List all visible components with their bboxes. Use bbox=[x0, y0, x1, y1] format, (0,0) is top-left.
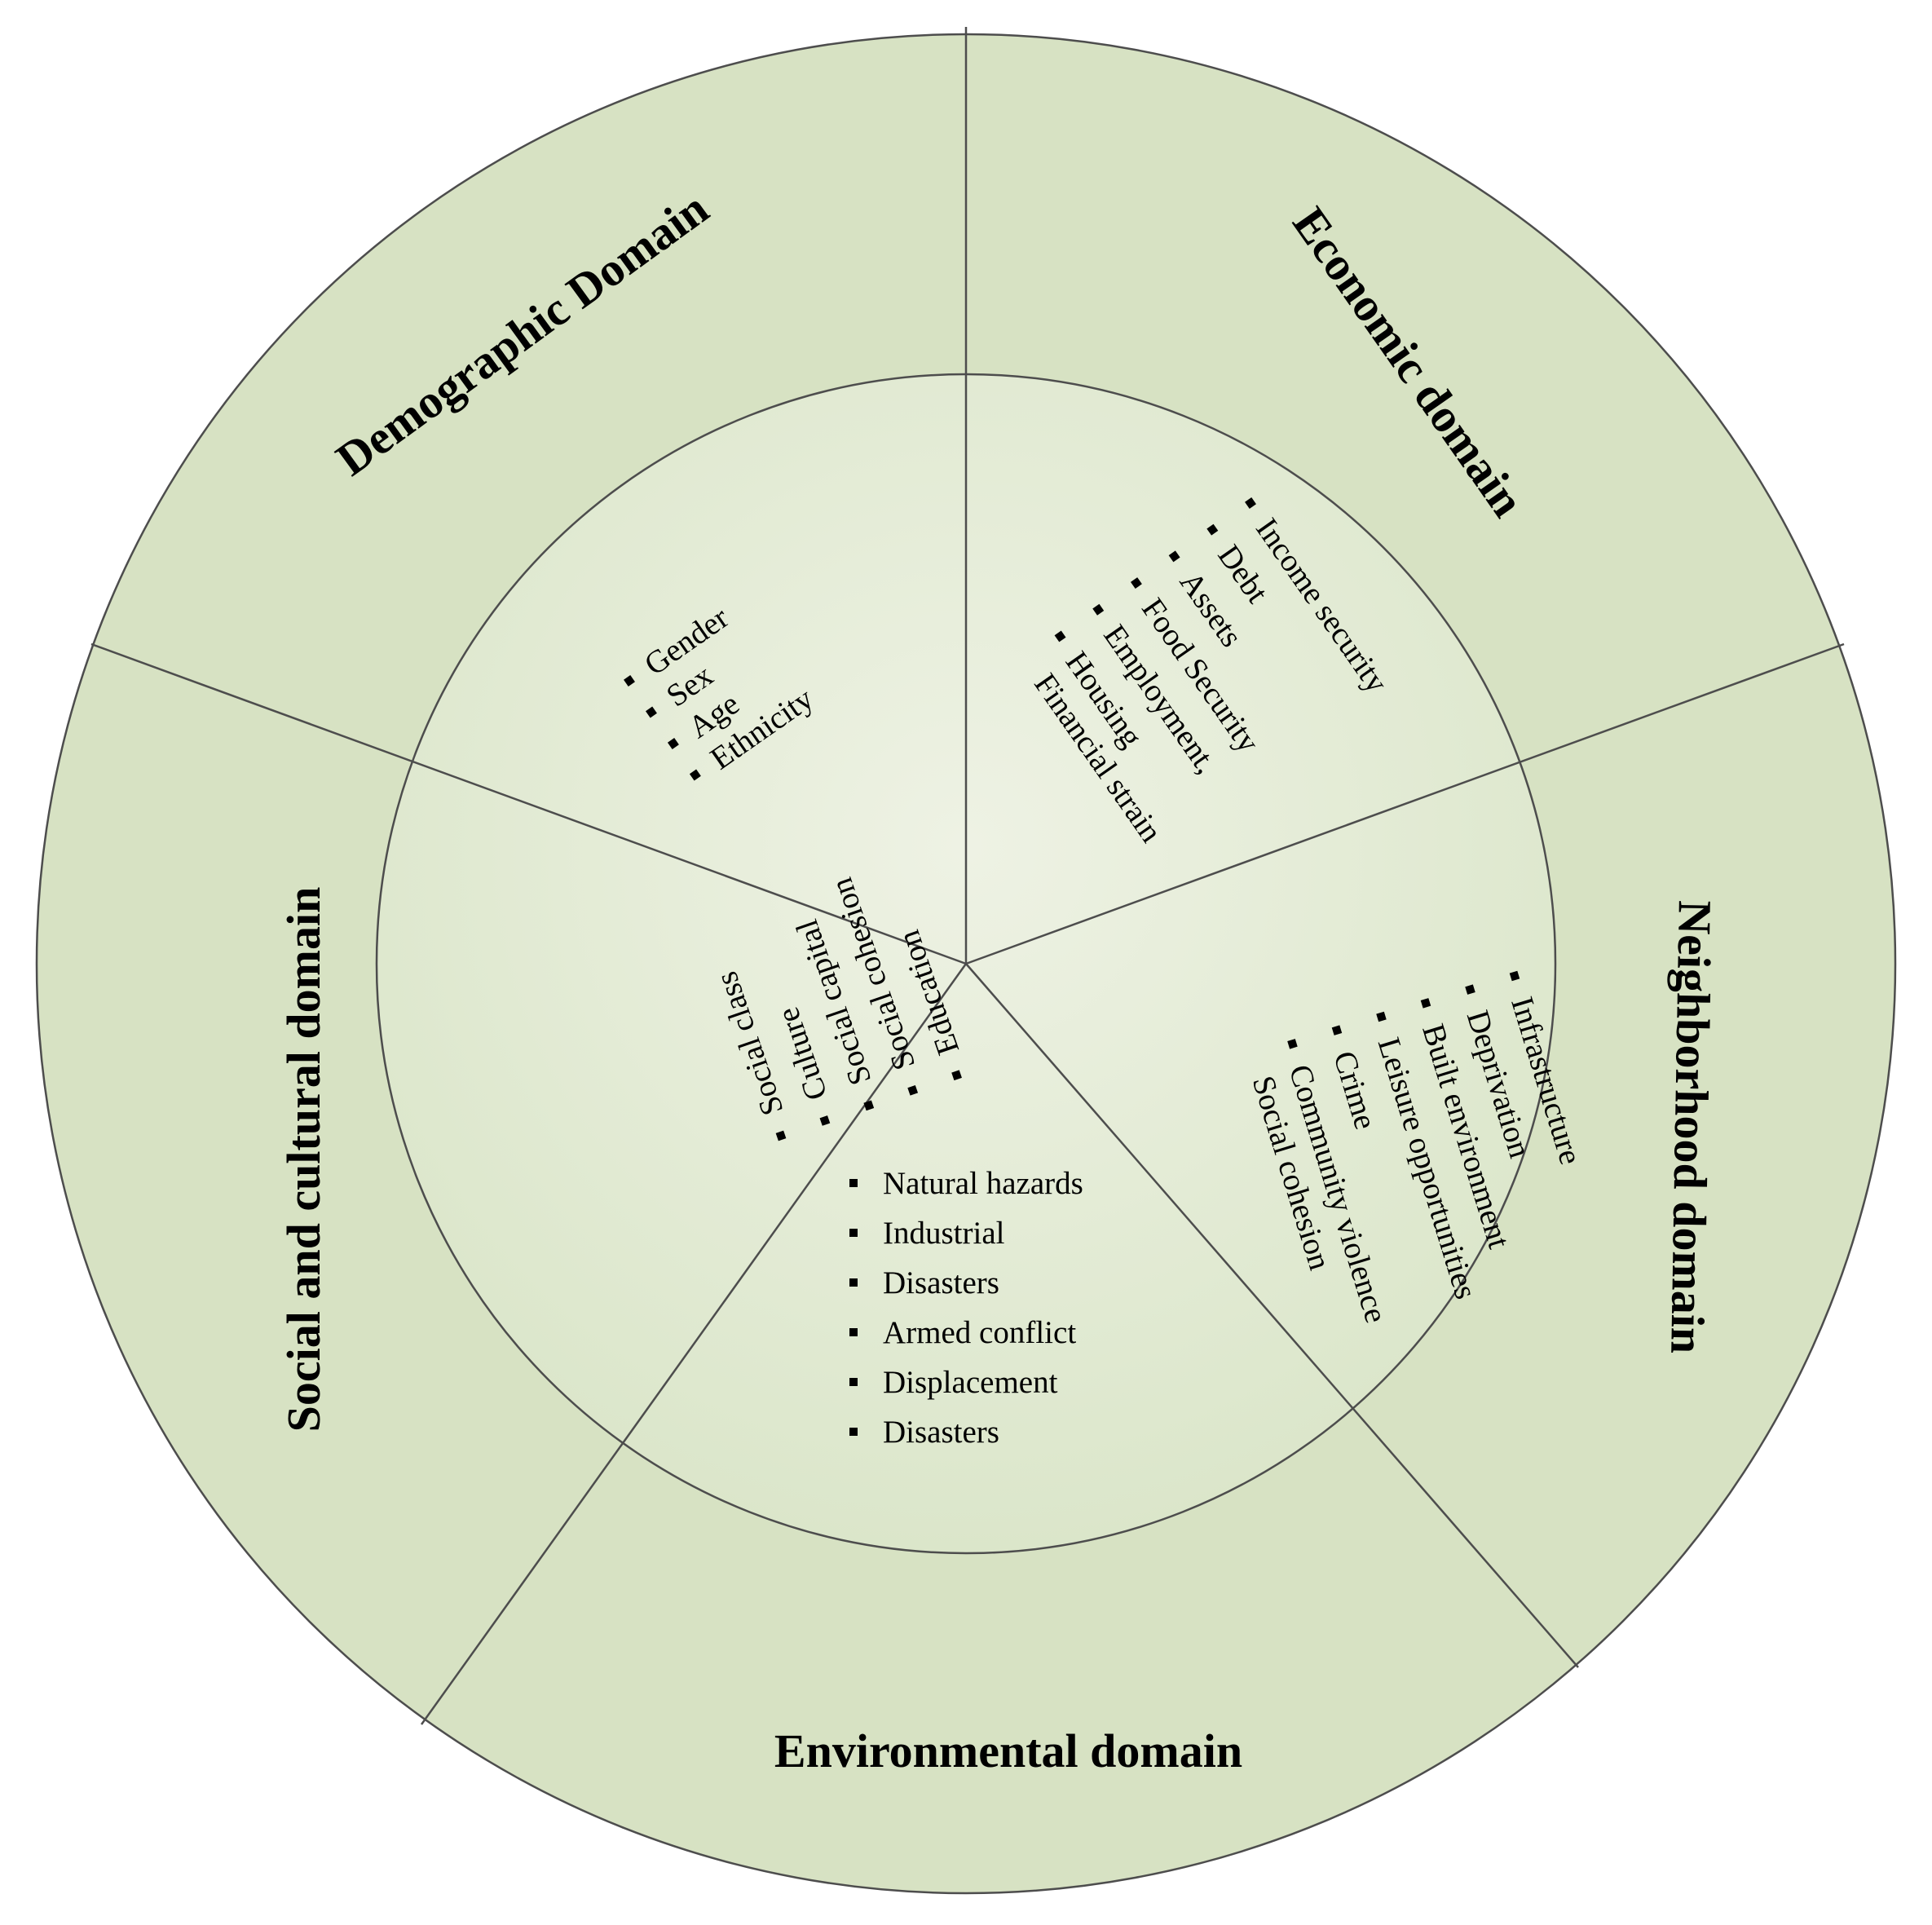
list-item: Industrial bbox=[849, 1216, 1005, 1251]
list-item: Natural hazards bbox=[849, 1166, 1083, 1201]
svg-text:Natural hazards: Natural hazards bbox=[883, 1166, 1083, 1201]
divider-left bbox=[90, 642, 967, 965]
svg-text:Disasters: Disasters bbox=[883, 1415, 999, 1450]
divider-lines bbox=[90, 27, 1845, 1725]
svg-text:Industrial: Industrial bbox=[883, 1216, 1005, 1251]
svg-text:Disasters: Disasters bbox=[883, 1265, 999, 1300]
neighborhood-domain-title: Neighborhood domain bbox=[1661, 900, 1722, 1354]
divider-right bbox=[965, 642, 1845, 965]
list-item: Disasters bbox=[849, 1265, 999, 1300]
svg-text:Armed conflict: Armed conflict bbox=[883, 1315, 1076, 1350]
svg-text:Displacement: Displacement bbox=[883, 1365, 1058, 1400]
list-item: Disasters bbox=[849, 1415, 999, 1450]
divider-lower-right bbox=[965, 963, 1579, 1668]
environmental-domain-title: Environmental domain bbox=[774, 1724, 1242, 1777]
list-item: Displacement bbox=[849, 1365, 1058, 1400]
divider-lower-left bbox=[420, 963, 968, 1725]
list-item: Armed conflict bbox=[849, 1315, 1076, 1350]
social-cultural-domain-title: Social and cultural domain bbox=[277, 887, 330, 1433]
environmental-items: Natural hazards Industrial Disasters Arm… bbox=[849, 1166, 1083, 1450]
